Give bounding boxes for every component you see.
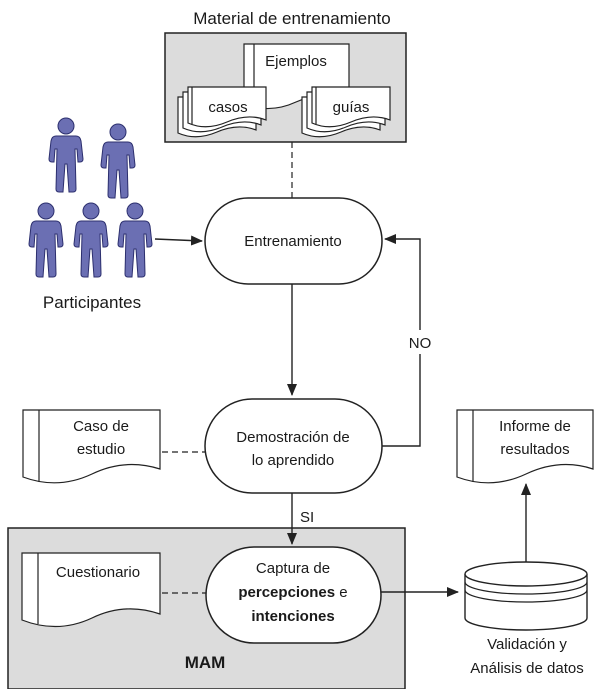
captura-label-3: intenciones [251,608,334,625]
demostracion-label-2: lo aprendido [252,452,335,469]
demostracion-label-1: Demostración de [236,429,349,446]
database-label-2: Análisis de datos [470,660,583,677]
caso-label-2: estudio [77,441,125,458]
captura-label-1: Captura de [256,560,330,577]
participants-arrow [154,235,203,246]
informe-label-2: resultados [500,441,569,458]
person-icon [100,123,136,199]
informe-label-1: Informe de [499,418,571,435]
si-label: SI [300,509,314,526]
no-label: NO [409,335,432,352]
ejemplos-label: Ejemplos [265,53,327,70]
material-title: Material de entrenamiento [193,9,391,28]
captura-bold-1: percepciones [238,584,335,601]
person-icon [117,202,153,278]
cuestionario-label: Cuestionario [56,564,140,581]
mam-label: MAM [185,653,226,672]
informe-document: Informe de resultados [456,409,594,484]
captura-node[interactable] [205,546,382,644]
entrenamiento-label: Entrenamiento [244,233,342,250]
guias-label: guías [333,99,370,116]
caso-label-1: Caso de [73,418,129,435]
casos-document: casos [177,86,267,138]
cuestionario-document: Cuestionario [21,552,161,628]
captura-plain-2: e [335,584,348,601]
participants-group [28,117,153,278]
entrenamiento-node[interactable] [204,197,383,285]
guias-document: guías [301,86,391,138]
person-icon [73,202,109,278]
demostracion-node[interactable] [204,398,383,494]
database-icon [464,561,588,631]
caso-estudio-document: Caso de estudio [22,409,161,484]
casos-label: casos [208,99,247,116]
person-icon [28,202,64,278]
database-label-1: Validación y [487,636,567,653]
person-icon [48,117,84,193]
captura-label-2: percepciones e [238,584,347,601]
participants-label: Participantes [43,293,141,312]
